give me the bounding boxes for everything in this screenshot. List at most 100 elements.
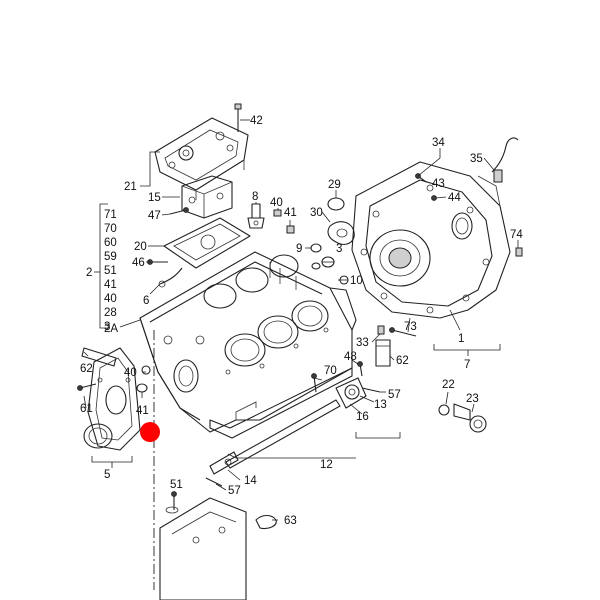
callout-51-lower: 51 xyxy=(170,479,183,491)
sender-8 xyxy=(247,203,265,229)
callout-71: 71 xyxy=(104,209,117,221)
callout-40-top: 40 xyxy=(270,197,283,209)
crank-seal xyxy=(451,212,473,240)
callout-62-left: 62 xyxy=(80,363,93,375)
callout-6: 6 xyxy=(143,295,149,307)
bracket-5 xyxy=(91,456,133,468)
callout-43: 43 xyxy=(432,178,445,190)
sender-23 xyxy=(453,403,487,433)
callout-9: 9 xyxy=(296,243,302,255)
callout-21: 21 xyxy=(124,181,137,193)
plug-41-left xyxy=(136,383,148,393)
seal-40-left xyxy=(141,365,151,375)
lower-crankcase xyxy=(159,497,247,600)
plug-3 xyxy=(311,256,335,270)
callout-44: 44 xyxy=(448,192,461,204)
callout-34: 34 xyxy=(432,137,445,149)
callout-3-right: 3 xyxy=(336,243,342,255)
plug-9 xyxy=(310,243,322,253)
callout-35: 35 xyxy=(470,153,483,165)
filter-62 xyxy=(375,339,391,367)
bracket-7 xyxy=(433,344,501,356)
callout-10: 10 xyxy=(350,275,363,287)
callout-41-top: 41 xyxy=(284,207,297,219)
callout-8: 8 xyxy=(252,191,258,203)
end-housing-1 xyxy=(351,161,511,319)
plug-41-top xyxy=(286,225,295,234)
callout-33: 33 xyxy=(356,337,369,349)
breather-pipe xyxy=(158,267,183,288)
callout-62-right: 62 xyxy=(396,355,409,367)
sensor-wire-35 xyxy=(491,137,519,183)
engine-block xyxy=(139,251,357,439)
bolt-46 xyxy=(147,259,168,265)
callout-57-lower: 57 xyxy=(228,485,241,497)
bolt-47 xyxy=(169,207,189,215)
bolt-57-upper xyxy=(361,387,381,393)
callout-13: 13 xyxy=(374,399,387,411)
seal-40-top xyxy=(273,209,282,217)
callout-51-left: 51 xyxy=(104,265,117,277)
cylinder-head-cover xyxy=(154,117,249,200)
bolt-51-lower xyxy=(165,491,179,514)
pump-13 xyxy=(335,377,367,409)
callout-20: 20 xyxy=(134,241,147,253)
bolt-70 xyxy=(311,373,317,393)
callout-41-left-group: 41 xyxy=(104,279,117,291)
callout-1: 1 xyxy=(458,333,464,345)
front-seal xyxy=(83,423,113,449)
callout-3-left: 3 xyxy=(104,321,110,333)
callout-46: 46 xyxy=(132,257,145,269)
callout-12: 12 xyxy=(320,459,333,471)
oil-separator xyxy=(181,175,233,219)
callout-61: 61 xyxy=(80,403,93,415)
dowel-73 xyxy=(389,327,417,337)
bracket-12 xyxy=(227,432,401,459)
callout-2A: 2A xyxy=(104,323,118,335)
callout-70-left: 70 xyxy=(104,223,117,235)
callout-40-left-group: 40 xyxy=(104,293,117,305)
bolt-61 xyxy=(77,383,97,391)
callout-22: 22 xyxy=(442,379,455,391)
callout-29: 29 xyxy=(328,179,341,191)
callout-73: 73 xyxy=(404,321,417,333)
callout-48: 48 xyxy=(344,351,357,363)
drive-shaft-12 xyxy=(209,399,341,475)
callout-57-upper: 57 xyxy=(388,389,401,401)
leader-lines xyxy=(83,119,519,521)
pipe-62-left xyxy=(81,347,117,367)
callout-42: 42 xyxy=(250,115,263,127)
callout-15: 15 xyxy=(148,192,161,204)
callout-7: 7 xyxy=(464,359,470,371)
plug-74 xyxy=(515,247,523,257)
callout-74: 74 xyxy=(510,229,523,241)
callout-47: 47 xyxy=(148,210,161,222)
bolt-57-lower xyxy=(205,477,223,487)
callout-30: 30 xyxy=(310,207,323,219)
callout-63: 63 xyxy=(284,515,297,527)
o-ring-29 xyxy=(327,197,345,211)
callout-labels: 42 21 15 47 20 46 6 71 70 60 59 2 51 41 … xyxy=(80,115,523,527)
callout-59: 59 xyxy=(104,251,117,263)
plug-33 xyxy=(377,325,385,335)
front-cover-5 xyxy=(87,347,141,451)
callout-60: 60 xyxy=(104,237,117,249)
callout-70-shaft: 70 xyxy=(324,365,337,377)
callout-2: 2 xyxy=(86,267,92,279)
callout-14: 14 xyxy=(244,475,257,487)
callout-5: 5 xyxy=(104,469,110,481)
callout-40-left: 40 xyxy=(124,367,137,379)
callout-41-left: 41 xyxy=(136,405,149,417)
bolt-42 xyxy=(234,103,242,132)
gasket-20 xyxy=(163,217,251,269)
highlight-marker xyxy=(140,422,160,442)
plug-group-2 xyxy=(94,203,108,329)
callout-16: 16 xyxy=(356,411,369,423)
bolt-48 xyxy=(357,361,363,377)
seal-22 xyxy=(438,404,450,416)
gasket-63 xyxy=(255,514,277,530)
gasket-30 xyxy=(327,221,355,245)
bolt-44 xyxy=(431,195,437,201)
callout-28: 28 xyxy=(104,307,117,319)
